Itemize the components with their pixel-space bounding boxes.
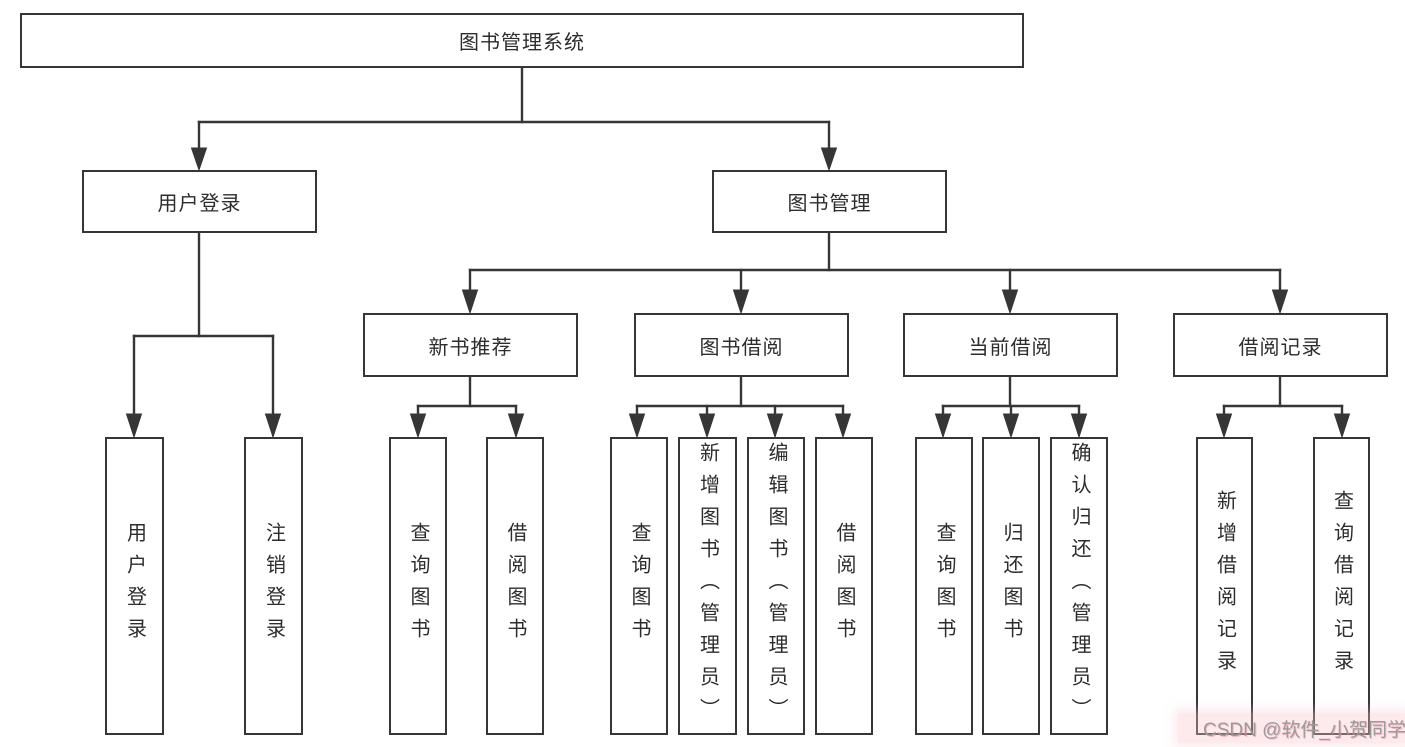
leaf-logout: 注销登录 bbox=[244, 437, 303, 735]
leaf-label: 借阅图书 bbox=[833, 522, 855, 650]
leaf-query-book: 查询图书 bbox=[610, 437, 668, 735]
leaf-label: 查询图书 bbox=[407, 522, 429, 650]
leaf-user-login: 用户登录 bbox=[105, 437, 164, 735]
node-label: 当前借阅 bbox=[968, 336, 1053, 359]
leaf-add-borrow-record: 新增借阅记录 bbox=[1196, 437, 1253, 735]
leaf-label: 查询借阅记录 bbox=[1330, 490, 1353, 682]
node-root-system: 图书管理系统 bbox=[20, 13, 1024, 68]
node-label: 借阅记录 bbox=[1238, 336, 1323, 359]
leaf-return-book: 归还图书 bbox=[982, 437, 1040, 735]
node-borrow-record: 借阅记录 bbox=[1173, 313, 1388, 377]
node-label: 新书推荐 bbox=[428, 336, 513, 359]
leaf-query-borrow-record: 查询借阅记录 bbox=[1313, 437, 1370, 735]
leaf-label: 确认归还（管理员） bbox=[1068, 442, 1090, 730]
leaf-label: 编辑图书（管理员） bbox=[765, 442, 787, 730]
leaf-label: 归还图书 bbox=[1000, 522, 1022, 650]
leaf-label: 注销登录 bbox=[262, 522, 285, 650]
leaf-label: 用户登录 bbox=[123, 522, 146, 650]
leaf-borrow-book-recommend: 借阅图书 bbox=[486, 437, 544, 735]
leaf-label: 查询图书 bbox=[628, 522, 650, 650]
leaf-label: 新增图书（管理员） bbox=[696, 442, 719, 730]
node-book-borrow: 图书借阅 bbox=[634, 313, 849, 377]
leaf-label: 新增借阅记录 bbox=[1213, 490, 1236, 682]
leaf-add-book-admin: 新增图书（管理员） bbox=[678, 437, 737, 735]
leaf-label: 借阅图书 bbox=[504, 522, 526, 650]
node-label: 用户登录 bbox=[157, 193, 242, 215]
node-new-book-recommend: 新书推荐 bbox=[363, 313, 578, 377]
node-label: 图书借阅 bbox=[699, 336, 784, 359]
leaf-confirm-return-admin: 确认归还（管理员） bbox=[1050, 437, 1108, 735]
leaf-edit-book-admin: 编辑图书（管理员） bbox=[747, 437, 805, 735]
leaf-label: 查询图书 bbox=[933, 522, 955, 650]
node-label: 图书管理系统 bbox=[459, 32, 585, 54]
node-label: 图书管理 bbox=[787, 193, 872, 215]
leaf-query-book-recommend: 查询图书 bbox=[389, 437, 447, 735]
node-book-management: 图书管理 bbox=[712, 170, 947, 233]
leaf-query-current-book: 查询图书 bbox=[915, 437, 973, 735]
node-current-borrow: 当前借阅 bbox=[903, 313, 1118, 377]
leaf-borrow-book: 借阅图书 bbox=[815, 437, 873, 735]
node-user-login: 用户登录 bbox=[82, 170, 317, 233]
